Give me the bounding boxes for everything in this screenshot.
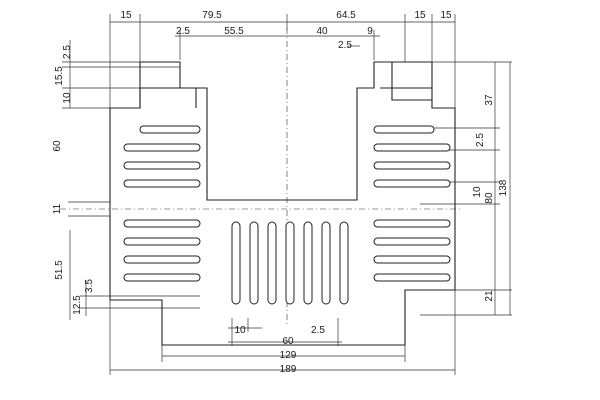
- dim-10-bottom: 10: [234, 325, 246, 336]
- dim-79-5: 79.5: [202, 10, 222, 21]
- dim-12-5: 12.5: [72, 295, 83, 315]
- dim-15-5: 15.5: [54, 66, 65, 86]
- bottom-fins: [231, 221, 349, 305]
- dim-60-bottom: 60: [282, 336, 294, 347]
- dim-15-right-b: 15: [440, 10, 452, 21]
- heatsink-outline: [109, 61, 456, 346]
- dim-60-left: 60: [52, 140, 63, 152]
- dim-138: 138: [498, 179, 509, 196]
- dim-37: 37: [484, 94, 495, 106]
- dim-189: 189: [280, 364, 297, 375]
- dim-10-right: 10: [472, 186, 483, 198]
- dim-9: 9: [367, 26, 373, 37]
- left-dimensions: 2.5 15.5 10 60 11 51.5 3.5 12.5: [52, 45, 95, 315]
- dim-3-5: 3.5: [84, 279, 95, 293]
- dim-15-right-a: 15: [414, 10, 426, 21]
- right-fins: [373, 125, 451, 282]
- dim-2-5-upper-right: 2.5: [338, 40, 352, 51]
- upper-dimensions: 2.5 55.5 40 9 2.5: [176, 26, 373, 51]
- bottom-dimensions: 10 60 2.5 129 189: [234, 325, 325, 375]
- dim-2-5-bottom: 2.5: [311, 325, 325, 336]
- dim-2-5-right: 2.5: [475, 133, 486, 147]
- dim-51-5: 51.5: [54, 260, 65, 280]
- right-dimensions: 37 2.5 10 80 138 21: [472, 94, 509, 302]
- dim-40: 40: [316, 26, 328, 37]
- dim-55-5: 55.5: [224, 26, 244, 37]
- dim-10-left: 10: [62, 92, 73, 104]
- dim-2-5-left: 2.5: [62, 45, 73, 59]
- dim-2-5-upper-left: 2.5: [176, 26, 190, 37]
- dim-11: 11: [52, 203, 63, 214]
- left-fins: [123, 125, 201, 282]
- dim-64-5: 64.5: [336, 10, 356, 21]
- dim-129: 129: [280, 350, 297, 361]
- right-notch: [380, 62, 432, 101]
- dim-80: 80: [484, 192, 495, 204]
- dim-21: 21: [484, 290, 495, 302]
- dimension-lines: [62, 14, 512, 375]
- left-notch: [139, 87, 197, 108]
- top-dimensions: 15 79.5 64.5 15 15: [120, 10, 452, 21]
- dim-15-left: 15: [120, 10, 132, 21]
